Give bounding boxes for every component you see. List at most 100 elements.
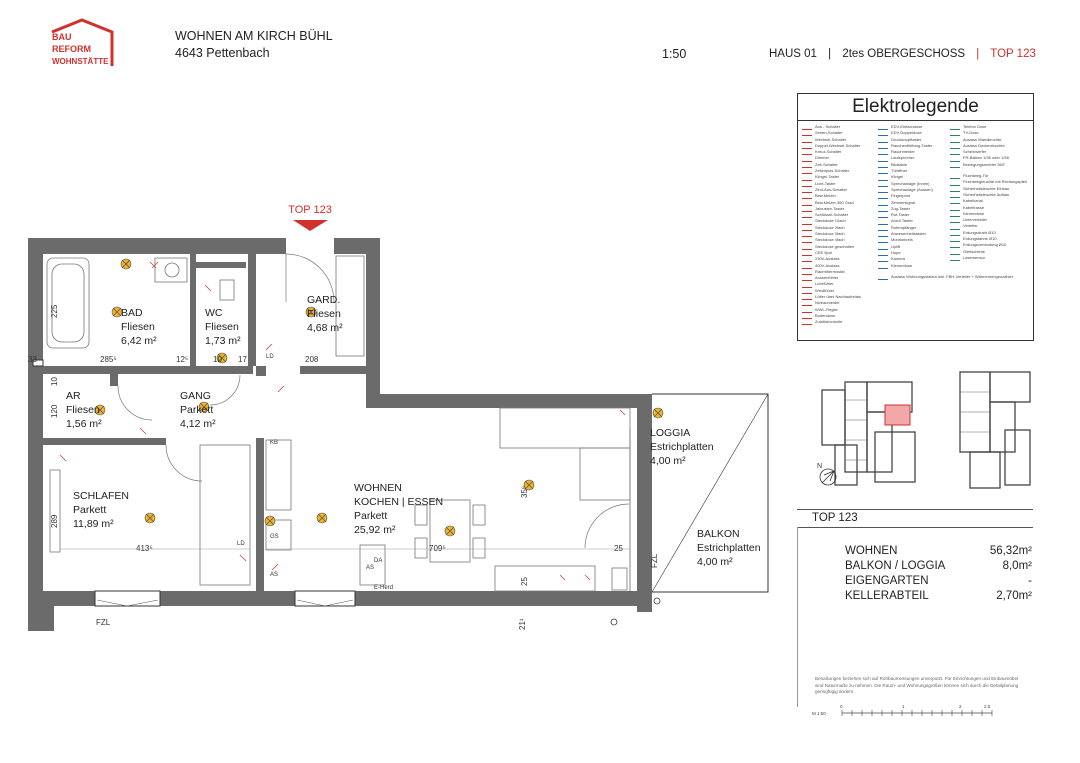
legend-label: Zeit-Schalter — [815, 161, 838, 167]
legend-item: Anwesenheitstaster — [878, 231, 1013, 238]
floor-plan: TOP 123 — [28, 204, 769, 631]
legend-label: Druckknopftaster — [891, 136, 922, 142]
doors — [117, 253, 630, 549]
legend-label: Aussenfühler — [815, 275, 839, 281]
legend-item: 400V-Auslass — [802, 263, 861, 269]
legend-symbol-icon — [802, 250, 812, 257]
legend-symbol-icon — [878, 231, 888, 238]
summary-row: WOHNEN 56,32m² — [845, 545, 1032, 557]
legend-symbol-icon — [878, 212, 888, 219]
lamp-icon — [111, 306, 123, 318]
legend-symbol-icon — [878, 149, 888, 156]
room-name-schlafen: SCHLAFEN — [73, 490, 129, 502]
house-label: HAUS 01 — [769, 48, 817, 60]
summary-divider — [797, 509, 1033, 510]
room-name-balkon: BALKON — [697, 528, 740, 540]
scale-tick: 2.5 — [984, 704, 991, 709]
project-title: WOHNEN AM KIRCH BÜHL — [175, 29, 333, 43]
legend-item: Klemmdose — [878, 263, 1013, 269]
legend-label: Kabelkanal — [963, 198, 983, 204]
legend-item: Raumthermostat — [802, 269, 861, 275]
legend-item: Dimmer — [802, 155, 861, 162]
electric-symbols — [59, 261, 626, 581]
room-area-wc: 1,73 m² — [205, 335, 241, 347]
legend-item: Bewegungsmelder 360° — [950, 162, 1027, 168]
summary-side-line — [797, 527, 798, 707]
legend-symbol-icon — [878, 263, 888, 269]
lamp-icon — [216, 352, 228, 364]
legend-symbol-icon — [878, 156, 888, 162]
legend-symbol-icon — [878, 200, 888, 206]
legend-symbol-icon — [802, 269, 812, 275]
legend-item: Klingel-Taster — [802, 174, 861, 181]
legend-item: Verteiler — [950, 223, 1027, 230]
legend-item: Kabeltrasse — [950, 205, 1027, 211]
legend-symbol-icon — [950, 149, 960, 156]
summary-label: WOHNEN — [845, 545, 898, 557]
dim-label: 10 — [213, 355, 222, 364]
dim-label: 225 — [50, 304, 59, 318]
legend-label: Bildsäule — [891, 161, 908, 167]
summary-row: EIGENGARTEN - — [845, 575, 1032, 587]
legend-label: Ruf-Taster — [891, 212, 910, 218]
legend-label: Monitorkreis — [891, 237, 913, 243]
legend-symbol-icon — [802, 156, 812, 162]
dim-label: 208 — [305, 355, 319, 364]
legend-label: Jalousien-Taster — [815, 205, 845, 211]
legend-item: Auslass Deckenleuchte — [950, 142, 1027, 150]
legend-label: Fluchtweg-Tür — [963, 173, 989, 179]
room-area-wohnen: 25,92 m² — [354, 524, 396, 536]
legend-item: Uplift — [878, 244, 1013, 250]
disclaimer-note: Benaßungen beziehen sich auf Rohbaumessu… — [815, 676, 1019, 694]
summary-label: EIGENGARTEN — [845, 575, 929, 587]
walls — [28, 238, 652, 631]
legend-label: Erdungsverbindung Ø10 — [963, 242, 1007, 248]
legend-label: Türöffner — [891, 168, 908, 174]
legend-item: Windfühler — [802, 288, 861, 294]
room-name-gard: GARD. — [307, 294, 340, 306]
legend-label: Anruf-Taster — [891, 218, 913, 224]
legend-symbol-icon — [802, 162, 812, 168]
legend-label: Fluchtwegleuchte mit Richtungspfeil — [963, 179, 1027, 185]
legend-item: Zeitimpuls-Schalter — [802, 168, 861, 175]
legend-item: Lautsprecher — [878, 155, 1013, 162]
legend-label: Auslass Wohnungsstation inkl. FBH-Vertei… — [891, 273, 1014, 279]
legend-item: TV-Dose — [950, 130, 1027, 137]
legend-item: EDV-Doppeldose — [878, 130, 1013, 137]
legend-symbol-icon — [950, 137, 960, 143]
legend-label: Auslass Wandleuchte — [963, 136, 1002, 142]
legend-symbol-icon — [878, 244, 888, 250]
legend-symbol-icon — [950, 173, 960, 180]
legend-item: Monitorkreis — [878, 237, 1013, 244]
room-area-loggia: 4,00 m² — [650, 455, 686, 467]
legend-symbol-icon — [802, 225, 812, 231]
legend-label: Unterverteiler — [963, 217, 988, 223]
eherd-label: E-Herd — [374, 585, 393, 591]
key-plans: N — [817, 371, 1031, 489]
legend-symbol-icon — [950, 143, 960, 150]
legend-symbol-icon — [950, 180, 960, 186]
legend-label: WWL-Regler — [815, 306, 838, 312]
room-floor-wc: Fliesen — [205, 321, 239, 333]
fzl-label: FZL — [96, 618, 111, 627]
legend-symbol-icon — [878, 219, 888, 225]
legend-symbol-icon — [802, 193, 812, 200]
lamp-icon — [316, 512, 328, 524]
legend-label: Zimmersignal — [891, 199, 916, 205]
room-floor-bad: Fliesen — [121, 321, 155, 333]
legend-label: Erdungsdraht Ø10 — [963, 229, 996, 235]
legend-label: Telefon Dose — [963, 124, 987, 129]
legend-label: Sprechanlage (Aussen) — [891, 186, 933, 192]
legend-label: Klemmdose — [963, 210, 985, 216]
dim-label: 289 — [50, 514, 59, 528]
legend-item: Klemmdose — [950, 211, 1027, 217]
legend-label: Sicherheitsleuchte Aufbau — [963, 191, 1010, 197]
legend-symbol-icon — [950, 255, 960, 262]
legend-label: Auslass Deckenleuchte — [963, 142, 1005, 148]
room-area-gard: 4,68 m² — [307, 322, 343, 334]
legend-label: Sprechanlage (Innen) — [891, 180, 930, 186]
legend-symbol-icon — [802, 319, 812, 326]
room-floor-balkon: Estrichplatten — [697, 542, 761, 554]
fzl-label: FZL — [650, 553, 659, 568]
